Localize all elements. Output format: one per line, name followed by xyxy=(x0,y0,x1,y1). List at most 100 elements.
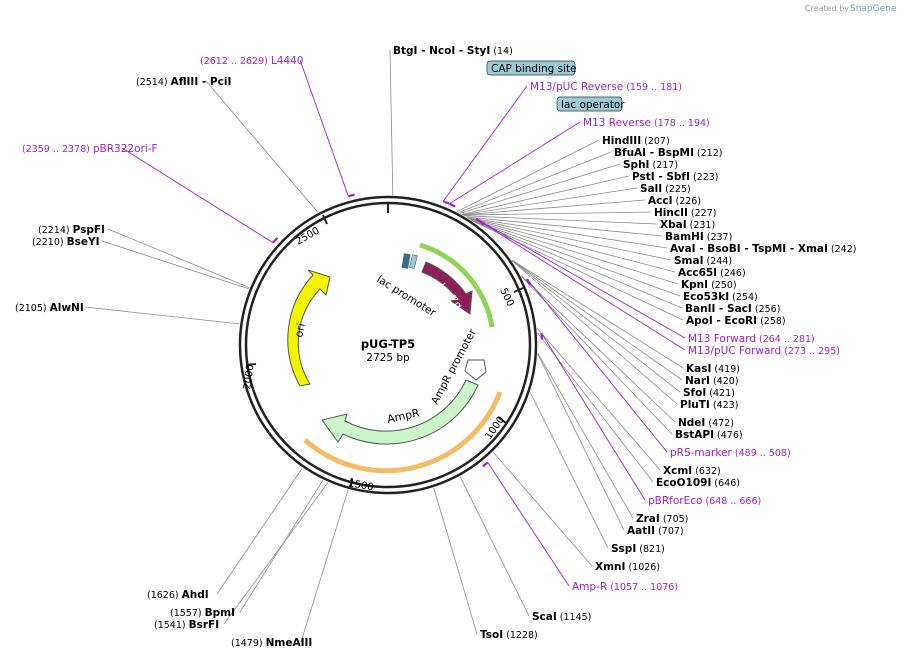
site-hindiii: HindIII (207) xyxy=(602,135,670,147)
primer-m13-puc-reverse: M13/pUC Reverse (159 .. 181) xyxy=(530,81,682,93)
primer-position: (2359 .. 2378) xyxy=(22,144,93,155)
site-label: PstI - SbfI (223) xyxy=(632,171,719,183)
site-name: Eco53kI xyxy=(683,291,729,303)
primer-position: (159 .. 181) xyxy=(623,82,682,93)
site-name: SphI xyxy=(623,159,649,171)
site-position: (254) xyxy=(729,292,758,303)
site-label: KasI (419) xyxy=(686,363,740,375)
site-name: KasI xyxy=(686,363,711,375)
primer-name: M13 Reverse xyxy=(583,117,651,129)
site-position: (212) xyxy=(694,148,723,159)
site-bpmi: (1557) BpmI xyxy=(170,607,235,619)
site-ahdi: (1626) AhdI xyxy=(147,589,209,601)
site-position: (1626) xyxy=(147,590,182,601)
site-leader xyxy=(433,487,478,635)
site-position: (225) xyxy=(662,184,691,195)
site-name: XbaI xyxy=(660,219,687,231)
site-leader xyxy=(107,228,250,288)
tick-label-2000: 2000 xyxy=(242,364,256,391)
site-position: (227) xyxy=(688,208,717,219)
primer-position: (489 .. 508) xyxy=(732,448,791,459)
site-isoschizomer: - StyI xyxy=(455,45,490,57)
site-position: (231) xyxy=(687,220,716,231)
site-position: (1557) xyxy=(170,608,205,619)
site-position: (419) xyxy=(711,364,740,375)
site-leader xyxy=(469,218,679,285)
site-name: BfuAI xyxy=(614,147,646,159)
lac-operator-block xyxy=(409,254,418,269)
site-leader xyxy=(471,220,684,321)
site-leader xyxy=(389,49,394,196)
site-leader xyxy=(462,187,638,216)
site-leader xyxy=(511,260,678,405)
site-label: XbaI (231) xyxy=(660,219,715,231)
site-bamhi: BamHI (237) xyxy=(665,231,732,243)
site-position: (632) xyxy=(692,466,721,477)
primer-mark xyxy=(448,202,456,208)
primer-m13-forward: M13 Forward (264 .. 281) xyxy=(688,333,815,345)
site-leader xyxy=(470,219,681,297)
site-label: SmaI (244) xyxy=(674,255,732,267)
site-pspfi: (2214) PspFI xyxy=(38,224,105,236)
primer-name: pBRforEco xyxy=(648,495,702,507)
site-position: (1228) xyxy=(503,630,538,641)
site-label: XcmI (632) xyxy=(663,465,721,477)
site-label: (1479) NmeAIII xyxy=(231,637,312,649)
primer-leader xyxy=(475,218,686,339)
primer-m13-puc-forward: M13/pUC Forward (273 .. 295) xyxy=(688,345,840,357)
site-name: PluTI xyxy=(680,399,710,411)
site-leader xyxy=(458,151,612,213)
primer-prs-marker: pRS-marker (489 .. 508) xyxy=(670,447,791,459)
site-leader xyxy=(223,482,329,625)
site-isoschizomer: - PciI xyxy=(198,76,231,88)
primer-mark xyxy=(526,278,531,286)
site-name: PstI xyxy=(632,171,655,183)
site-position: (1479) xyxy=(231,638,266,649)
ori-label: ori xyxy=(292,322,308,339)
site-tsoi: TsoI (1228) xyxy=(480,629,538,641)
site-name: BsrFI xyxy=(189,619,220,631)
tick-2000 xyxy=(245,363,257,366)
ampr-promoter-arrow xyxy=(464,359,487,381)
site-name: AhdI xyxy=(182,589,209,601)
site-position: (821) xyxy=(636,544,665,555)
primer-mark xyxy=(442,200,450,205)
ampr-label: AmpR xyxy=(386,406,421,426)
site-isoschizomer: - XmaI xyxy=(786,243,828,255)
primer-label: pRS-marker (489 .. 508) xyxy=(670,447,791,459)
site-leader xyxy=(467,217,668,249)
site-label: (2214) PspFI xyxy=(38,224,105,236)
primer-leader xyxy=(478,220,686,351)
site-label: ZraI (705) xyxy=(636,513,688,525)
primer-pbr322ori-f: (2359 .. 2378) pBR322ori-F xyxy=(22,143,158,155)
restriction-site-labels: BtgI - NcoI - StyI (14) (2514) AflIII - P… xyxy=(15,45,856,649)
primer-leader xyxy=(449,121,581,205)
site-label: SfoI (421) xyxy=(683,387,735,399)
site-position: (2210) xyxy=(32,237,67,248)
site-eco53ki: Eco53kI (254) xyxy=(683,291,758,303)
site-name: BpmI xyxy=(205,607,235,619)
primer-position: (273 .. 295) xyxy=(781,346,840,357)
primer-leader xyxy=(487,462,570,587)
site-name: BstAPI xyxy=(675,429,714,441)
site-position: (1541) xyxy=(154,620,189,631)
lac-promoter-label: lac promoter xyxy=(374,273,438,319)
cap-binding-site-label: CAP binding site xyxy=(491,63,577,75)
site-isoschizomer: - SacI xyxy=(715,303,751,315)
primer-label: Amp-R (1057 .. 1076) xyxy=(572,581,678,593)
site-name: NmeAIII xyxy=(266,637,313,649)
lac-operator-box xyxy=(556,96,623,112)
site-position: (705) xyxy=(660,514,689,525)
site-afliii: (2514) AflIII - PciI xyxy=(136,76,231,88)
site-name: SmaI xyxy=(674,255,704,267)
lac-operator-label: lac operator xyxy=(561,99,625,111)
site-position: (421) xyxy=(706,388,735,399)
site-position: (2105) xyxy=(15,303,50,314)
site-isoschizomer: - EcoRI xyxy=(713,315,757,327)
primer-position: (178 .. 194) xyxy=(651,118,710,129)
site-label: AvaI - BsoBI - TspMI - XmaI (242) xyxy=(670,243,856,255)
site-position: (476) xyxy=(714,430,743,441)
site-btgi: BtgI - NcoI - StyI (14) xyxy=(393,45,513,57)
site-name: AccI xyxy=(648,195,672,207)
site-label: BanII - SacI (256) xyxy=(685,303,780,315)
